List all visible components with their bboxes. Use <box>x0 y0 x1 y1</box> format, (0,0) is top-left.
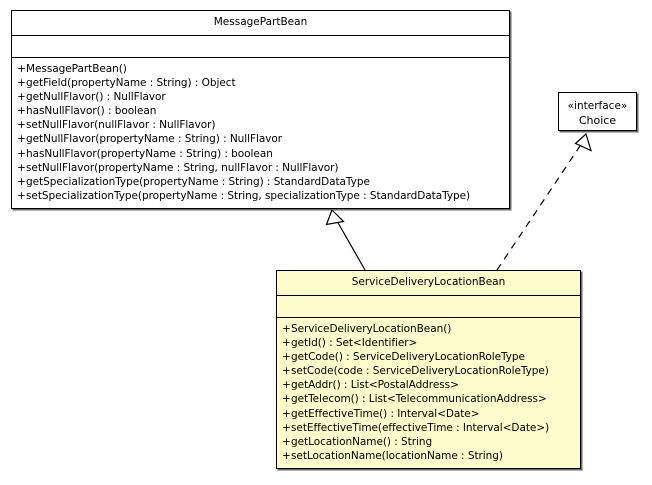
operation-signature: getNullFlavor(propertyName : String) : N… <box>26 133 283 146</box>
operation-signature: setLocationName(locationName : String) <box>291 449 503 462</box>
operation-row[interactable]: +getField(propertyName : String) : Objec… <box>12 76 509 90</box>
operation-row[interactable]: +setCode(code : ServiceDeliveryLocationR… <box>277 364 580 378</box>
class-name-service-delivery-location-bean: ServiceDeliveryLocationBean <box>277 271 580 296</box>
operation-signature: setCode(code : ServiceDeliveryLocationRo… <box>291 365 549 378</box>
operation-row[interactable]: +getAddr() : List<PostalAddress> <box>277 378 580 392</box>
operation-signature: setNullFlavor(propertyName : String, nul… <box>26 161 339 174</box>
class-attributes-compartment-message-part-bean <box>12 36 509 58</box>
operation-row[interactable]: +getEffectiveTime() : Interval<Date> <box>277 407 580 421</box>
visibility-marker: + <box>17 189 26 202</box>
operation-signature: setNullFlavor(nullFlavor : NullFlavor) <box>26 119 216 132</box>
visibility-marker: + <box>282 407 291 420</box>
operation-signature: getId() : Set<Identifier> <box>291 337 418 350</box>
operation-signature: getNullFlavor() : NullFlavor <box>26 91 166 104</box>
operation-row[interactable]: +getTelecom() : List<TelecommunicationAd… <box>277 392 580 406</box>
visibility-marker: + <box>17 147 26 160</box>
visibility-marker: + <box>282 379 291 392</box>
operation-signature: getField(propertyName : String) : Object <box>26 77 236 90</box>
realization-arrowhead-icon <box>574 132 592 152</box>
operation-row[interactable]: +MessagePartBean() <box>12 62 509 76</box>
operation-signature: setSpecializationType(propertyName : Str… <box>26 189 471 202</box>
operation-row[interactable]: +getCode() : ServiceDeliveryLocationRole… <box>277 350 580 364</box>
visibility-marker: + <box>282 365 291 378</box>
class-operations-compartment-service-delivery-location-bean: +ServiceDeliveryLocationBean() +getId() … <box>277 318 580 468</box>
operation-row[interactable]: +ServiceDeliveryLocationBean() <box>277 322 580 336</box>
operation-row[interactable]: +setLocationName(locationName : String) <box>277 449 580 463</box>
visibility-marker: + <box>17 91 26 104</box>
operation-signature: hasNullFlavor(propertyName : String) : b… <box>26 147 273 160</box>
visibility-marker: + <box>17 119 26 132</box>
visibility-marker: + <box>17 105 26 118</box>
visibility-marker: + <box>282 421 291 434</box>
visibility-marker: + <box>17 77 26 90</box>
operation-signature: getEffectiveTime() : Interval<Date> <box>291 407 480 420</box>
operation-row[interactable]: +getNullFlavor() : NullFlavor <box>12 90 509 104</box>
interface-name-choice: Choice <box>578 114 617 127</box>
operation-row[interactable]: +getSpecializationType(propertyName : St… <box>12 175 509 189</box>
class-attributes-compartment-service-delivery-location-bean <box>277 296 580 318</box>
operation-row[interactable]: +getId() : Set<Identifier> <box>277 336 580 350</box>
class-node-service-delivery-location-bean[interactable]: ServiceDeliveryLocationBean +ServiceDeli… <box>276 270 581 469</box>
visibility-marker: + <box>282 435 291 448</box>
visibility-marker: + <box>17 63 26 75</box>
visibility-marker: + <box>17 161 26 174</box>
operation-row[interactable]: +setNullFlavor(nullFlavor : NullFlavor) <box>12 118 509 132</box>
class-name-message-part-bean: MessagePartBean <box>12 11 509 36</box>
class-operations-compartment-message-part-bean: +MessagePartBean() +getField(propertyNam… <box>12 58 509 208</box>
operation-signature: getSpecializationType(propertyName : Str… <box>26 175 370 188</box>
visibility-marker: + <box>282 351 291 364</box>
interface-stereotype-label: «interface» <box>567 100 628 112</box>
generalization-edge[interactable] <box>325 208 366 271</box>
operation-row[interactable]: +setEffectiveTime(effectiveTime : Interv… <box>277 421 580 435</box>
visibility-marker: + <box>282 337 291 350</box>
realization-edge[interactable] <box>496 132 592 271</box>
visibility-marker: + <box>17 175 26 188</box>
operation-signature: getLocationName() : String <box>291 435 433 448</box>
operation-row[interactable]: +hasNullFlavor() : boolean <box>12 104 509 118</box>
operation-row[interactable]: +getNullFlavor(propertyName : String) : … <box>12 132 509 146</box>
operation-signature: setEffectiveTime(effectiveTime : Interva… <box>291 421 550 434</box>
generalization-line <box>336 220 366 271</box>
visibility-marker: + <box>282 323 291 335</box>
operation-signature: hasNullFlavor() : boolean <box>26 105 157 118</box>
operation-row[interactable]: +setSpecializationType(propertyName : St… <box>12 189 509 203</box>
visibility-marker: + <box>17 133 26 146</box>
class-node-message-part-bean[interactable]: MessagePartBean +MessagePartBean() +getF… <box>11 10 510 209</box>
operation-signature: getTelecom() : List<TelecommunicationAdd… <box>291 393 547 406</box>
operation-row[interactable]: +hasNullFlavor(propertyName : String) : … <box>12 147 509 161</box>
operation-row[interactable]: +getLocationName() : String <box>277 435 580 449</box>
operation-signature: MessagePartBean() <box>26 63 127 75</box>
operation-signature: ServiceDeliveryLocationBean() <box>291 323 452 335</box>
operation-row[interactable]: +setNullFlavor(propertyName : String, nu… <box>12 161 509 175</box>
interface-node-choice[interactable]: «interface» Choice <box>558 92 637 131</box>
visibility-marker: + <box>282 393 291 406</box>
generalization-arrowhead-icon <box>325 208 345 226</box>
visibility-marker: + <box>282 449 291 462</box>
operation-signature: getAddr() : List<PostalAddress> <box>291 379 459 392</box>
operation-signature: getCode() : ServiceDeliveryLocationRoleT… <box>291 351 525 364</box>
